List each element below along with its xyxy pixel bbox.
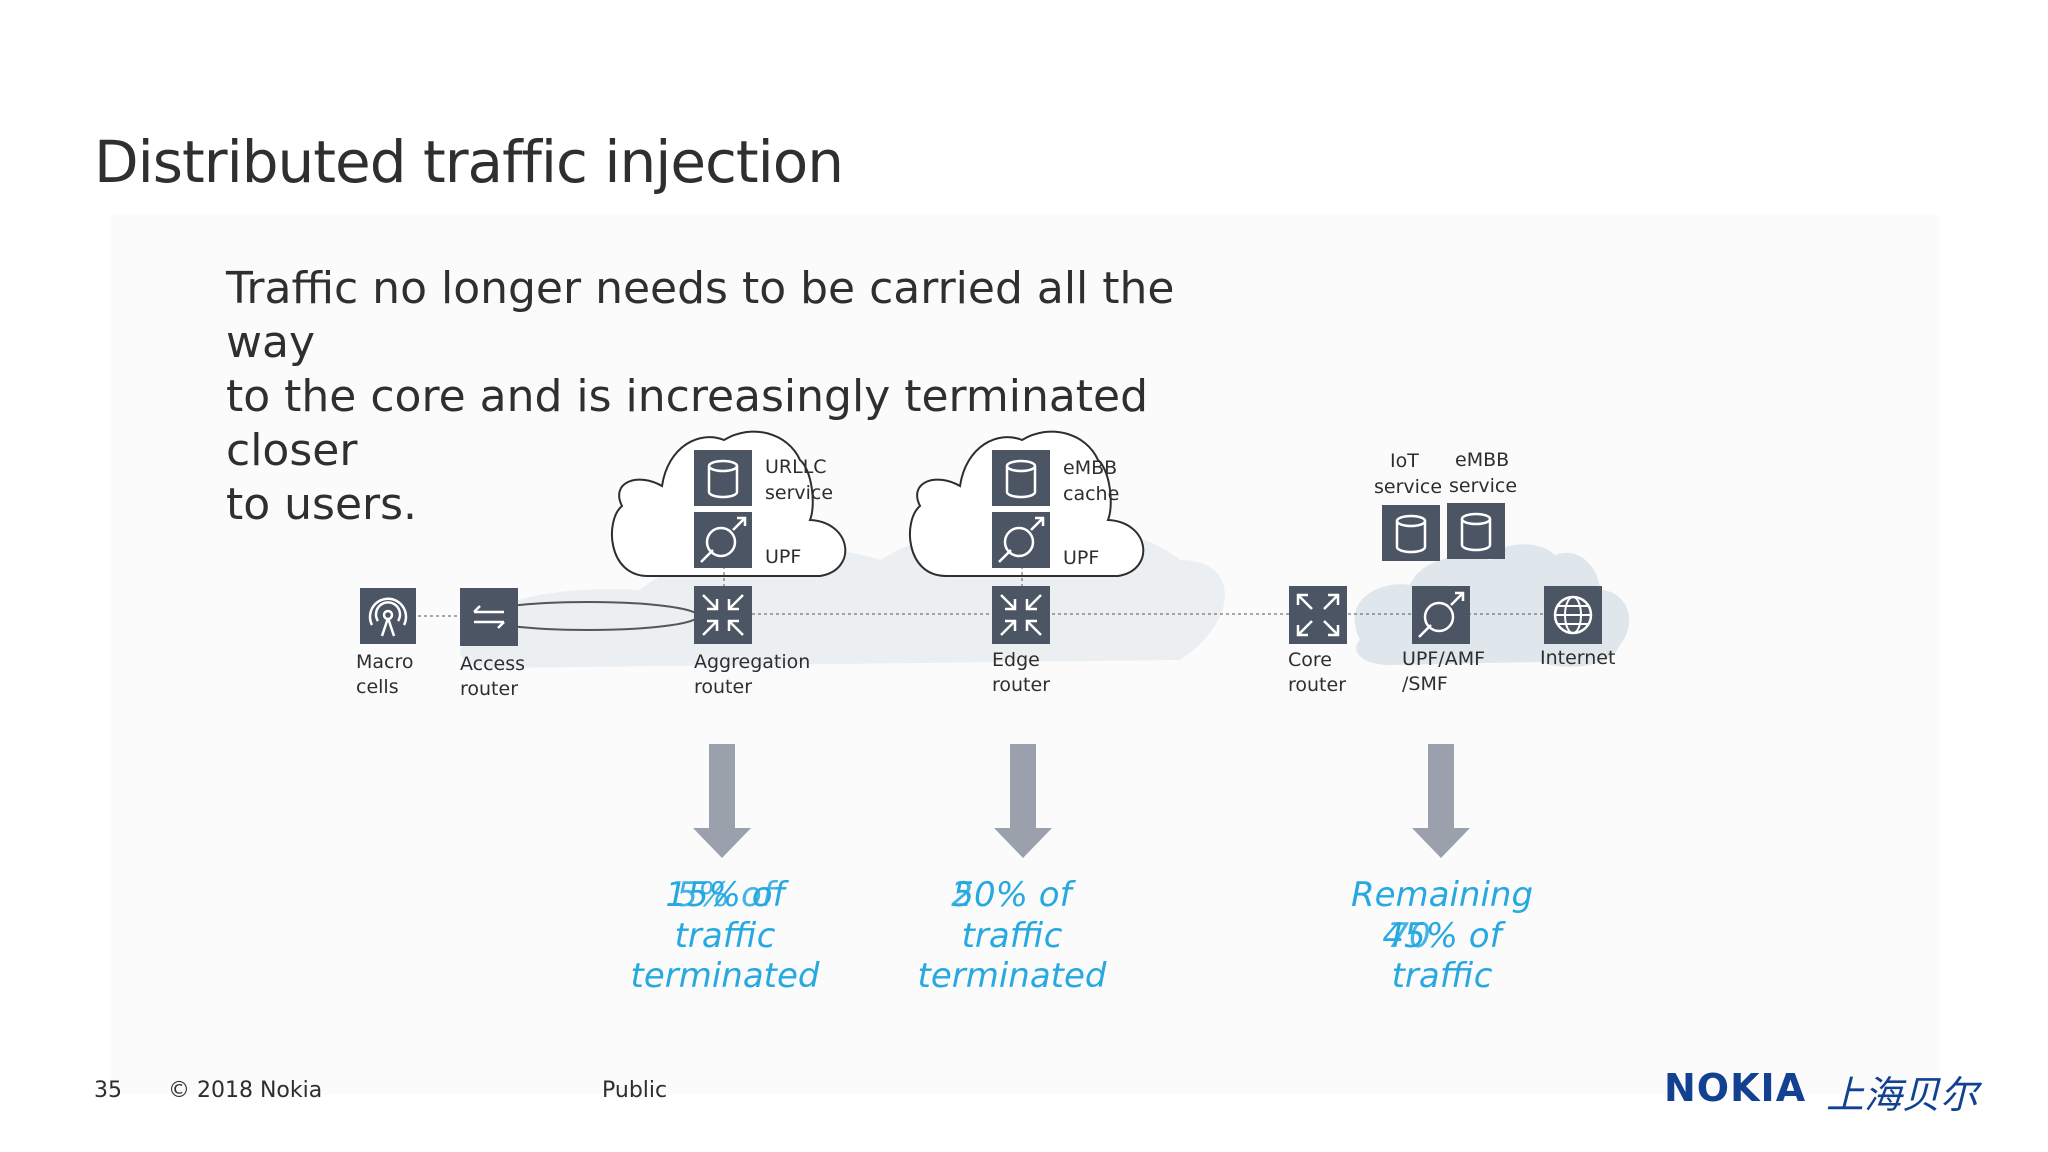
antenna-icon [360,588,416,644]
core-router-label: router [1288,674,1346,696]
subtitle-line: to the core and is increasingly terminat… [226,371,1149,476]
urllc-label: service [765,482,833,504]
classification: Public [602,1078,668,1103]
internet-label: Internet [1540,647,1615,669]
aggregation-router-label: router [694,676,752,698]
core-percent-overlap: 70 [1387,916,1430,956]
embb-service-label: eMBB [1455,449,1509,471]
aggregation-router-label: Aggregation [694,651,810,673]
subtitle-line: to users. [226,479,418,530]
access-router-icon [460,588,518,646]
core-remaining: Remaining [1351,875,1533,915]
down-arrow-icon [994,744,1052,858]
edge-percent: 50% of [952,875,1076,915]
subtitle-line: Traffic no longer needs to be carried al… [226,263,1175,368]
down-arrow-icon [693,744,751,858]
embb-service-database-icon [1447,503,1505,559]
iot-label: IoT [1390,450,1419,472]
edge-router-label: Edge [992,649,1040,671]
upf-amf-smf-icon [1412,586,1470,644]
embb-cache-database-icon [992,450,1050,506]
edge-traffic: traffic [962,916,1063,956]
urllc-database-icon [694,450,752,506]
edge-router-label: router [992,674,1050,696]
upf-icon [694,512,752,568]
core-router-icon [1289,586,1347,644]
slide-subtitle: Traffic no longer needs to be carried al… [226,262,1246,532]
upf-amf-smf-label: UPF/AMF [1402,648,1485,670]
upf-amf-smf-label: /SMF [1402,673,1448,695]
edge-terminated: terminated [917,956,1106,996]
nokia-shanghai-bell-logo: 上海贝尔 [1826,1073,1979,1117]
aggregation-percent: 15% of [665,875,789,915]
nokia-logo: NOKIA [1664,1066,1807,1110]
upf-label: UPF [1063,547,1099,569]
macro-cells-label: Macro [356,651,414,673]
access-router-label: Access [460,653,525,675]
iot-database-icon [1382,505,1440,561]
urllc-label: URLLC [765,456,827,478]
upf-label: UPF [765,546,801,568]
edge-router-icon [992,586,1050,644]
copyright: © 2018 Nokia [168,1078,323,1103]
slide-title: Distributed traffic injection [94,128,844,196]
aggregation-router-icon [694,586,752,644]
aggregation-traffic: traffic [675,916,776,956]
globe-icon [1544,586,1602,644]
embb-service-label: service [1449,475,1517,497]
macro-cells-label: cells [356,676,399,698]
edge-percent-overlap: 2 [951,875,973,915]
down-arrow-icon [1412,744,1470,858]
core-router-label: Core [1288,649,1332,671]
page-number: 35 [94,1078,122,1103]
aggregation-percent-overlap: 5% of [676,875,779,915]
iot-label: service [1374,476,1442,498]
upf-icon [992,512,1050,568]
access-router-label: router [460,678,518,700]
core-traffic: traffic [1392,956,1493,996]
embb-cache-label: eMBB [1063,457,1117,479]
aggregation-terminated: terminated [630,956,819,996]
core-percent: 45% of [1382,916,1506,956]
embb-cache-label: cache [1063,483,1119,505]
